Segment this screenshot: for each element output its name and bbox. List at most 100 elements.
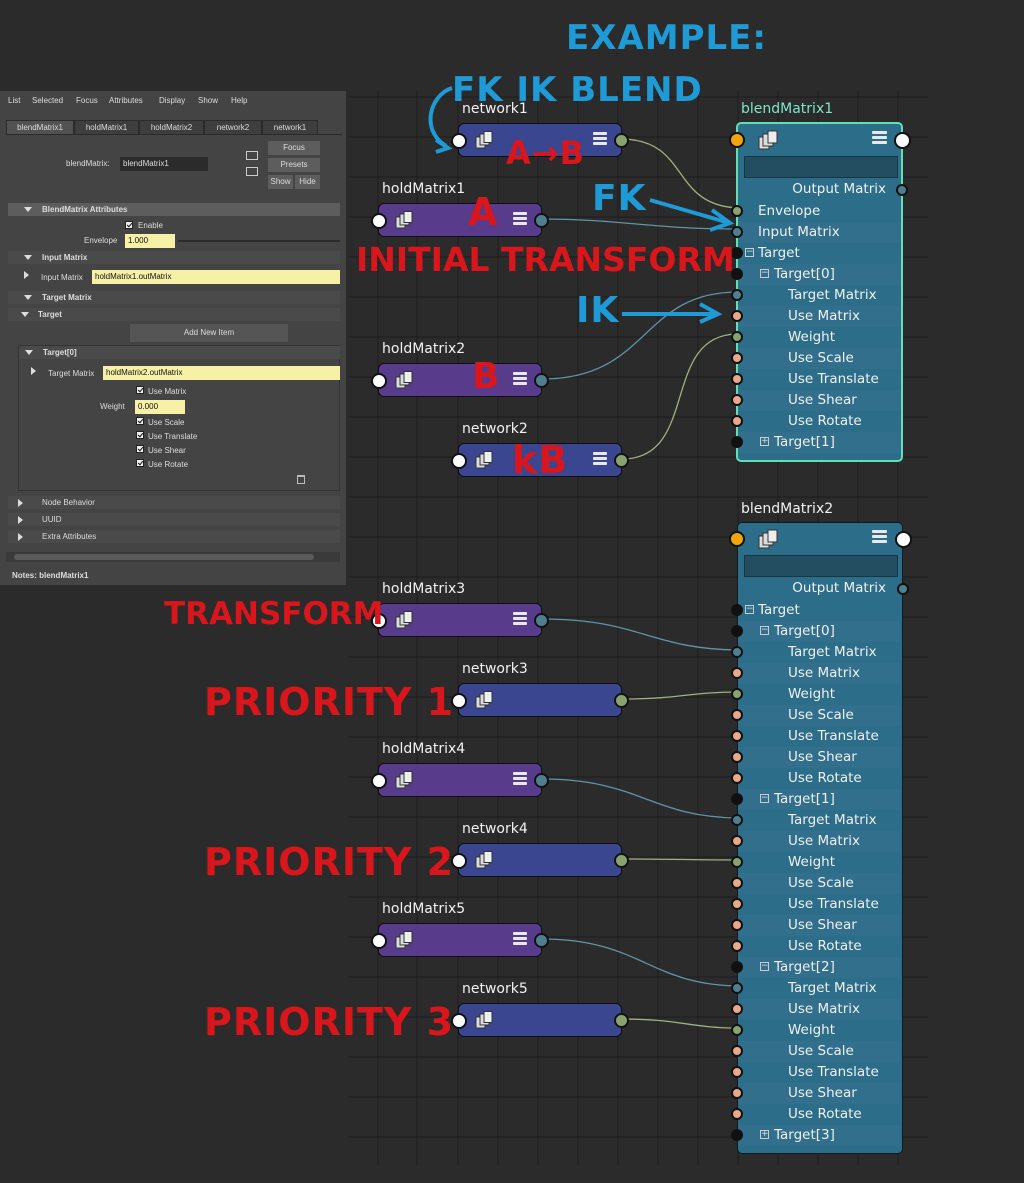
network2-node[interactable] bbox=[451, 443, 629, 477]
connection-wire[interactable] bbox=[541, 618, 739, 651]
use-translate-checkbox[interactable] bbox=[136, 431, 144, 439]
network1-node[interactable] bbox=[451, 123, 629, 157]
attr-row-weight[interactable]: Weight bbox=[738, 1020, 900, 1041]
attr-row-target-0-[interactable]: Target[0]− bbox=[738, 621, 900, 642]
attr-input-port[interactable] bbox=[731, 625, 743, 637]
attr-input-port[interactable] bbox=[731, 919, 743, 931]
attr-row-target-0-[interactable]: Target[0]− bbox=[738, 264, 901, 285]
attr-row-use-shear[interactable]: Use Shear bbox=[738, 390, 901, 411]
holdMatrix5-node[interactable] bbox=[371, 923, 549, 957]
attr-row-use-translate[interactable]: Use Translate bbox=[738, 894, 900, 915]
envelope-slider[interactable] bbox=[178, 240, 340, 242]
tab-holdMatrix2[interactable]: holdMatrix2 bbox=[139, 120, 204, 134]
connection-wire[interactable] bbox=[621, 333, 739, 460]
show-button[interactable]: Show bbox=[268, 175, 293, 189]
attr-input-port[interactable] bbox=[731, 751, 743, 763]
collapse-icon[interactable]: − bbox=[760, 625, 769, 635]
connection-wire[interactable] bbox=[541, 218, 739, 230]
use-shear-checkbox[interactable] bbox=[136, 445, 144, 453]
attr-input-port[interactable] bbox=[731, 352, 743, 364]
expand-arrow-icon[interactable] bbox=[24, 271, 29, 279]
use-rotate-checkbox[interactable] bbox=[136, 459, 144, 467]
node-menu-icon[interactable] bbox=[513, 612, 527, 627]
node-name-field[interactable] bbox=[744, 156, 898, 178]
attr-input-port[interactable] bbox=[731, 268, 743, 280]
trash-icon[interactable] bbox=[297, 475, 305, 484]
attr-row-target[interactable]: Target− bbox=[738, 600, 900, 621]
attr-input-port[interactable] bbox=[731, 835, 743, 847]
enable-checkbox[interactable] bbox=[125, 221, 133, 229]
weight-field[interactable]: 0.000 bbox=[135, 400, 185, 414]
section-input-matrix[interactable]: Input Matrix bbox=[8, 251, 340, 264]
expand-icon[interactable]: + bbox=[760, 1129, 769, 1139]
attr-row-use-rotate[interactable]: Use Rotate bbox=[738, 768, 900, 789]
node-menu-icon[interactable] bbox=[872, 530, 887, 545]
attr-input-port[interactable] bbox=[731, 667, 743, 679]
attr-input-port[interactable] bbox=[731, 226, 743, 238]
input-port[interactable] bbox=[451, 693, 467, 709]
section-uuid[interactable]: UUID bbox=[8, 513, 340, 526]
attr-input-port[interactable] bbox=[731, 289, 743, 301]
menu-show[interactable]: Show bbox=[198, 96, 219, 105]
input-port[interactable] bbox=[451, 1013, 467, 1029]
attr-row-use-shear[interactable]: Use Shear bbox=[738, 747, 900, 768]
node-menu-icon[interactable] bbox=[872, 131, 887, 146]
attr-input-port[interactable] bbox=[731, 961, 743, 973]
attr-row-use-matrix[interactable]: Use Matrix bbox=[738, 999, 900, 1020]
attr-input-port[interactable] bbox=[731, 709, 743, 721]
node-menu-icon[interactable] bbox=[513, 212, 527, 227]
connection-wire[interactable] bbox=[621, 1018, 739, 1029]
node-menu-icon[interactable] bbox=[593, 452, 607, 467]
output-port[interactable] bbox=[614, 1013, 629, 1028]
attr-row-weight[interactable]: Weight bbox=[738, 327, 901, 348]
attr-row-use-translate[interactable]: Use Translate bbox=[738, 726, 900, 747]
attr-input-port[interactable] bbox=[731, 1003, 743, 1015]
load-output-icon[interactable] bbox=[246, 167, 258, 176]
attr-input-port[interactable] bbox=[731, 1129, 743, 1141]
attr-input-port[interactable] bbox=[731, 247, 743, 259]
attr-row-target-3-[interactable]: Target[3]+ bbox=[738, 1125, 900, 1146]
attr-input-port[interactable] bbox=[731, 898, 743, 910]
input-port[interactable] bbox=[371, 213, 387, 229]
output-port[interactable] bbox=[534, 933, 549, 948]
attr-row-use-matrix[interactable]: Use Matrix bbox=[738, 663, 900, 684]
attr-input-port[interactable] bbox=[731, 1045, 743, 1057]
focus-button[interactable]: Focus bbox=[268, 141, 320, 155]
holdMatrix2-node[interactable] bbox=[371, 363, 549, 397]
attr-input-port[interactable] bbox=[731, 940, 743, 952]
collapse-icon[interactable]: − bbox=[760, 268, 769, 278]
node-menu-icon[interactable] bbox=[513, 932, 527, 947]
input-port[interactable] bbox=[451, 853, 467, 869]
attr-row-target-1-[interactable]: Target[1]− bbox=[738, 789, 900, 810]
attr-row-use-translate[interactable]: Use Translate bbox=[738, 369, 901, 390]
attr-input-port[interactable] bbox=[731, 730, 743, 742]
holdMatrix4-node[interactable] bbox=[371, 763, 549, 797]
section-blendmatrix-attributes[interactable]: BlendMatrix Attributes bbox=[8, 203, 340, 216]
connection-wire[interactable] bbox=[541, 938, 739, 987]
input-matrix-field[interactable]: holdMatrix1.outMatrix bbox=[92, 270, 340, 284]
menu-help[interactable]: Help bbox=[231, 96, 248, 105]
attr-row-target-matrix[interactable]: Target Matrix bbox=[738, 642, 900, 663]
attr-row-input-matrix[interactable]: Input Matrix bbox=[738, 222, 901, 243]
attr-row-target-matrix[interactable]: Target Matrix bbox=[738, 285, 901, 306]
hide-button[interactable]: Hide bbox=[295, 175, 320, 189]
attr-row-use-scale[interactable]: Use Scale bbox=[738, 873, 900, 894]
attr-row-weight[interactable]: Weight bbox=[738, 684, 900, 705]
attr-row-use-shear[interactable]: Use Shear bbox=[738, 915, 900, 936]
tab-blendMatrix1[interactable]: blendMatrix1 bbox=[6, 120, 74, 134]
load-input-icon[interactable] bbox=[246, 151, 258, 160]
attr-input-port[interactable] bbox=[731, 205, 743, 217]
section-target0[interactable]: Target[0] bbox=[19, 346, 340, 359]
attr-input-port[interactable] bbox=[731, 394, 743, 406]
attr-row-target-matrix[interactable]: Target Matrix bbox=[738, 978, 900, 999]
attr-row-use-rotate[interactable]: Use Rotate bbox=[738, 936, 900, 957]
output-port[interactable] bbox=[614, 693, 629, 708]
attr-input-port[interactable] bbox=[731, 793, 743, 805]
attr-row-use-rotate[interactable]: Use Rotate bbox=[738, 1104, 900, 1125]
collapse-icon[interactable]: − bbox=[745, 247, 754, 257]
input-port[interactable] bbox=[371, 373, 387, 389]
menu-attributes[interactable]: Attributes bbox=[109, 96, 143, 105]
add-new-item-button[interactable]: Add New Item bbox=[130, 324, 288, 342]
menu-display[interactable]: Display bbox=[159, 96, 186, 105]
